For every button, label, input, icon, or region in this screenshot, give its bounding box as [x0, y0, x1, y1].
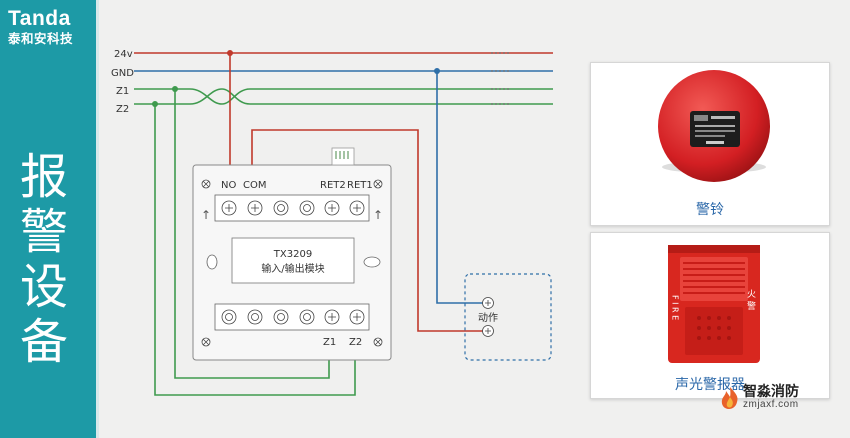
device-terminal-label: 动作 — [478, 312, 498, 324]
output-device: 动作 — [464, 273, 552, 361]
wire-z2-to-module — [154, 104, 356, 396]
module-label-panel — [231, 237, 355, 284]
card-label-alarm-bell: 警铃 — [696, 202, 724, 218]
up-arrow-icon: ↑ — [201, 208, 211, 222]
terminal-label-ret1: RET1 — [347, 180, 373, 191]
up-arrow-icon: ↑ — [373, 208, 383, 222]
brand-logo: Tanda 泰和安科技 — [8, 8, 73, 47]
watermark-logo: 智淼消防 zmjaxf.com — [720, 385, 799, 410]
watermark-cn: 智淼消防 — [743, 384, 799, 400]
wires — [154, 53, 488, 396]
card-alarm-bell: 警铃 — [590, 62, 830, 226]
bus-label-24v: 24v — [114, 49, 133, 60]
wire-gnd-to-device — [436, 71, 488, 304]
bus-lines: 24v GND Z1 Z2 — [111, 49, 553, 115]
wire-z1-to-module — [174, 89, 330, 379]
section-title-char: 警 — [20, 204, 69, 260]
wire-com-to-device — [251, 129, 488, 332]
top-terminal-row — [214, 194, 370, 222]
terminal-label-com: COM — [243, 180, 266, 191]
brand-subtitle: 泰和安科技 — [8, 31, 74, 46]
sidebar: Tanda 泰和安科技 报 警 设 备 — [0, 0, 96, 438]
io-module: NO COM RET2 RET1 ↑ ↑ TX3209 输入/输出模块 — [192, 147, 392, 361]
module-name: 输入/输出模块 — [261, 262, 324, 275]
bottom-terminal-row — [214, 303, 370, 331]
terminal-label-z1: Z1 — [323, 337, 336, 348]
section-title-char: 备 — [20, 314, 69, 370]
mounting-slot — [363, 256, 381, 268]
alarm-bell-image — [658, 70, 770, 182]
bus-label-gnd: GND — [111, 68, 134, 79]
section-title: 报 警 设 备 — [20, 150, 76, 370]
card-label-strobe-alarm: 声光警报器 — [675, 377, 745, 393]
bus-label-z1: Z1 — [116, 86, 129, 97]
module-model: TX3209 — [273, 249, 312, 260]
terminal-label-ret2: RET2 — [320, 180, 346, 191]
mounting-slot — [206, 254, 218, 270]
section-title-char: 设 — [20, 259, 69, 315]
module-connector — [331, 147, 355, 166]
flame-logo-icon — [721, 386, 738, 409]
section-title-char: 报 — [20, 149, 69, 205]
strobe-alarm-image: F I R E 火 警 — [668, 245, 760, 363]
module-corner-screws — [201, 179, 383, 347]
strobe-text-fire: F I R E — [671, 295, 680, 320]
line-z2 — [134, 88, 553, 105]
terminal-label-z2: Z2 — [349, 337, 362, 348]
brand-name: Tanda — [8, 7, 71, 30]
terminal-label-no: NO — [221, 180, 236, 191]
sidebar-divider — [96, 0, 99, 438]
line-continuation — [491, 52, 509, 105]
line-z1 — [134, 88, 553, 105]
watermark-en: zmjaxf.com — [743, 399, 799, 410]
strobe-text-cn: 火 警 — [745, 289, 756, 311]
card-strobe-alarm: F I R E 火 警 声光警报器 — [590, 232, 830, 399]
device-outline — [464, 273, 552, 361]
bus-label-z2: Z2 — [116, 104, 129, 115]
